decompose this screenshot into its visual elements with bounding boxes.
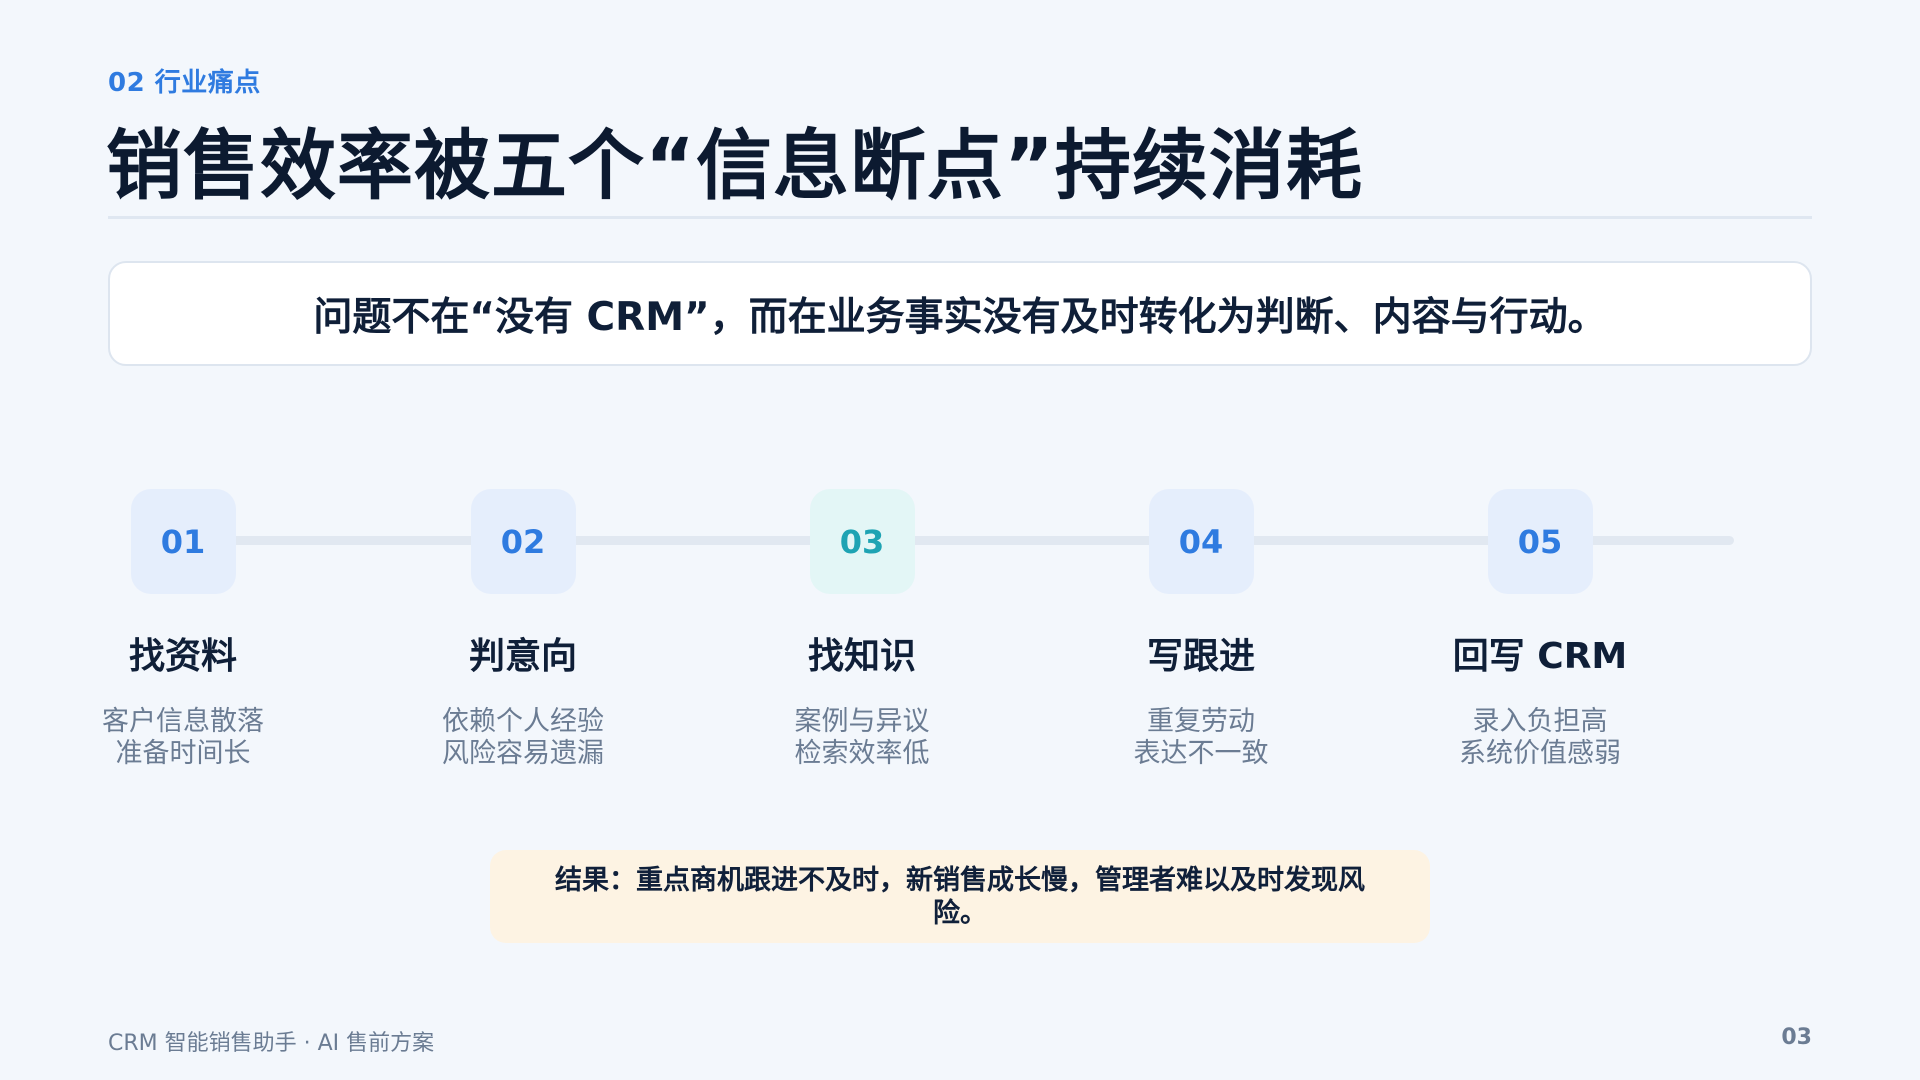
step-number-badge: 04	[1148, 489, 1254, 594]
footer-deck-title: CRM 智能销售助手 · AI 售前方案	[108, 1031, 435, 1056]
step-description: 重复劳动 表达不一致	[1134, 706, 1269, 770]
step-number-badge: 02	[470, 489, 576, 594]
step-3: 03 找知识 案例与异议 检索效率低	[702, 489, 1022, 770]
step-title: 判意向	[468, 636, 577, 677]
step-title: 写跟进	[1146, 636, 1255, 677]
step-description-line: 风险容易遗漏	[442, 738, 604, 769]
step-description: 依赖个人经验 风险容易遗漏	[442, 706, 604, 770]
step-title: 找知识	[807, 636, 916, 677]
step-description-line: 系统价值感弱	[1459, 738, 1621, 769]
step-description-line: 重复劳动	[1147, 706, 1255, 737]
timeline-track	[182, 536, 1734, 545]
step-description-line: 检索效率低	[794, 738, 930, 769]
result-text: 结果：重点商机跟进不及时，新销售成长慢，管理者难以及时发现风险。	[555, 864, 1365, 929]
step-title: 回写 CRM	[1452, 636, 1628, 677]
step-description-line: 客户信息散落	[102, 706, 264, 737]
step-description-line: 准备时间长	[115, 738, 251, 769]
key-message-callout: 问题不在“没有 CRM”，而在业务事实没有及时转化为判断、内容与行动。	[108, 261, 1812, 366]
step-number-badge: 05	[1487, 489, 1593, 594]
step-title: 找资料	[128, 636, 237, 677]
step-2: 02 判意向 依赖个人经验 风险容易遗漏	[363, 489, 683, 770]
key-message-text: 问题不在“没有 CRM”，而在业务事实没有及时转化为判断、内容与行动。	[313, 294, 1607, 340]
step-description-line: 案例与异议	[794, 706, 930, 737]
step-description-line: 依赖个人经验	[442, 706, 604, 737]
page-title: 销售效率被五个“信息断点”持续消耗	[106, 121, 1363, 210]
step-4: 04 写跟进 重复劳动 表达不一致	[1041, 489, 1361, 770]
result-box: 结果：重点商机跟进不及时，新销售成长慢，管理者难以及时发现风险。	[490, 850, 1430, 943]
title-divider	[108, 216, 1812, 219]
step-description-line: 表达不一致	[1133, 738, 1269, 769]
step-description-line: 录入负担高	[1472, 706, 1608, 737]
section-label: 02 行业痛点	[108, 68, 261, 98]
step-number-badge: 01	[130, 489, 236, 594]
step-1: 01 找资料 客户信息散落 准备时间长	[23, 489, 343, 770]
page-number: 03	[1781, 1025, 1812, 1050]
step-description: 案例与异议 检索效率低	[795, 706, 930, 770]
step-description: 录入负担高 系统价值感弱	[1459, 706, 1621, 770]
step-number-badge: 03	[809, 489, 915, 594]
step-5: 05 回写 CRM 录入负担高 系统价值感弱	[1380, 489, 1700, 770]
step-description: 客户信息散落 准备时间长	[102, 706, 264, 770]
